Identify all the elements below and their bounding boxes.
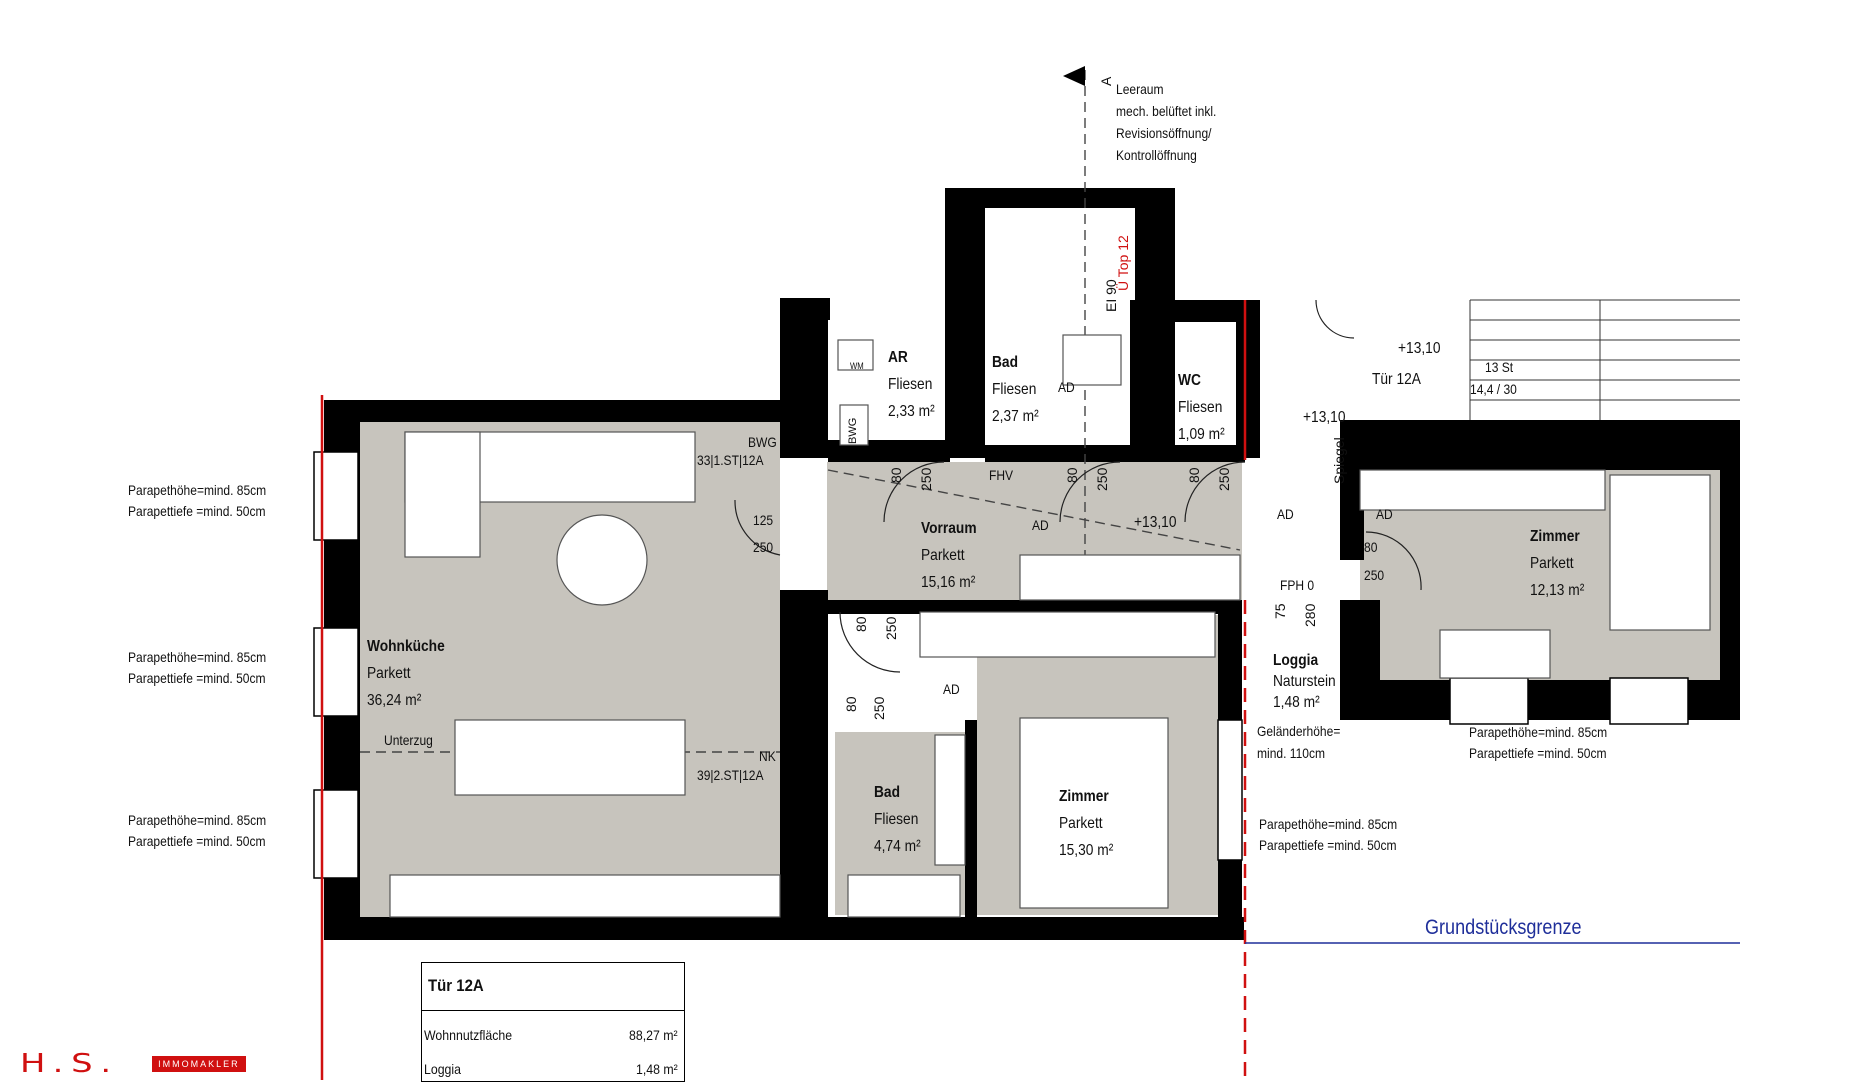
ar-area: 2,33 m² [888,403,935,420]
leeraum-note-1: Leeraum [1116,81,1164,97]
bwg-label: BWG [748,434,777,450]
loggia-floor-label: Naturstein [1273,673,1336,690]
level-2: +13,10 [1303,409,1346,426]
wohnkueche-floor-label: Parkett [367,665,411,682]
bad-top-floor-label: Fliesen [992,381,1037,398]
door-4-width: 80 [1186,467,1202,483]
zimmer-mid-floor-label: Parkett [1059,815,1103,832]
ue-top-label: Ü Top 12 [1115,235,1131,291]
legend-row-1-value: 88,27 m² [629,1027,678,1043]
vorraum-floor-label: Parkett [921,547,965,564]
zimmer-mid-name: Zimmer [1059,788,1109,805]
tuer-label: Tür 12A [1372,371,1421,388]
red-markers [320,300,1247,1080]
section-flag [1063,66,1085,86]
parapet-height-4: Parapethöhe=mind. 85cm [1469,724,1608,740]
legend-row-2-value: 1,48 m² [636,1061,678,1077]
door-8-width: 75 [1272,603,1288,619]
bad-bottom-area: 4,74 m² [874,838,921,855]
door-5-height: 250 [883,616,899,640]
door-6-height: 250 [871,696,887,720]
parapet-height-2: Parapethöhe=mind. 85cm [128,649,267,665]
door-5-width: 80 [853,616,869,632]
bad-bottom-name: Bad [874,784,901,801]
wc-name: WC [1178,372,1201,389]
parapet-depth-5: Parapettiefe =mind. 50cm [1259,837,1397,853]
door-1-width: 125 [753,512,774,528]
ad-label-4: AD [1277,506,1294,522]
door-7-width: 80 [1364,539,1378,555]
wc-floor-label: Fliesen [1178,399,1223,416]
wc-area: 1,09 m² [1178,426,1225,443]
unterzug-label: Unterzug [384,732,433,748]
bwg-detail: 33|1.ST|12A [697,452,764,468]
zimmer-right-floor-label: Parkett [1530,555,1574,572]
hs-immomakler-logo: H.S. IMMOMAKLER [20,1049,246,1079]
door-2-width: 80 [888,467,904,483]
spiegel-label: Spiegel [1331,437,1347,484]
door-7-height: 250 [1364,567,1385,583]
legend-title: Tür 12A [428,976,484,995]
door-swings [734,299,1422,673]
stairs-label: 13 St [1485,359,1514,375]
ad-label-3: AD [1058,379,1075,395]
zimmer-right-area: 12,13 m² [1530,582,1585,599]
area-legend-table: Tür 12A Wohnnutzfläche 88,27 m² Loggia 1… [421,962,685,1082]
loggia-name: Loggia [1273,652,1319,669]
bad-bottom-floor-label: Fliesen [874,811,919,828]
vorraum-area: 15,16 m² [921,574,976,591]
door-1-height: 250 [753,539,774,555]
leeraum-note-2: mech. belüftet inkl. [1116,103,1217,119]
wm-label: WM [850,361,864,371]
leeraum-note-3: Revisionsöffnung/ [1116,125,1212,141]
logo-sub: IMMOMAKLER [152,1056,246,1072]
legend-row-1-label: Wohnnutzfläche [424,1027,513,1043]
fph-label: FPH 0 [1280,577,1315,593]
ad-label-5: AD [1376,506,1393,522]
bwg-box-label: BWG [847,417,859,444]
parapet-depth-2: Parapettiefe =mind. 50cm [128,670,266,686]
door-8-height: 280 [1302,603,1318,627]
wohnkueche-name: Wohnküche [367,638,445,655]
parapet-depth-1: Parapettiefe =mind. 50cm [128,503,266,519]
bad-top-area: 2,37 m² [992,408,1039,425]
ar-name: AR [888,349,908,366]
vorraum-name: Vorraum [921,520,977,537]
parapet-height-3: Parapethöhe=mind. 85cm [128,812,267,828]
door-6-width: 80 [843,696,859,712]
nk-label: NK [759,748,776,764]
ar-floor-label: Fliesen [888,376,933,393]
door-4-height: 250 [1216,467,1232,491]
parapet-depth-4: Parapettiefe =mind. 50cm [1469,745,1607,761]
nk-detail: 39|2.ST|12A [697,767,764,783]
grundstueck-label: Grundstücksgrenze [1425,916,1582,939]
bad-top-name: Bad [992,354,1019,371]
section-mark-top: A [1098,76,1114,86]
gelaender-2: mind. 110cm [1257,745,1326,761]
furniture [389,334,1711,918]
parapet-depth-3: Parapettiefe =mind. 50cm [128,833,266,849]
legend-row-2-label: Loggia [424,1061,462,1077]
level-3: +13,10 [1134,514,1177,531]
stair [1469,299,1740,420]
ad-label-2: AD [943,681,960,697]
zimmer-mid-area: 15,30 m² [1059,842,1114,859]
ad-label-1: AD [1032,517,1049,533]
parapet-height-1: Parapethöhe=mind. 85cm [128,482,267,498]
logo-main: H.S. [20,1049,119,1079]
parapet-height-5: Parapethöhe=mind. 85cm [1259,816,1398,832]
door-2-height: 250 [918,467,934,491]
gelaender-1: Geländerhöhe= [1257,723,1341,739]
stairs-detail: 14,4 / 30 [1470,381,1517,397]
wohnkueche-area: 36,24 m² [367,692,422,709]
fhv-label: FHV [989,467,1014,483]
leeraum-note-4: Kontrollöffnung [1116,147,1197,163]
zimmer-right-name: Zimmer [1530,528,1580,545]
door-3-height: 250 [1094,467,1110,491]
door-3-width: 80 [1064,467,1080,483]
level-1: +13,10 [1398,340,1441,357]
loggia-area: 1,48 m² [1273,694,1320,711]
